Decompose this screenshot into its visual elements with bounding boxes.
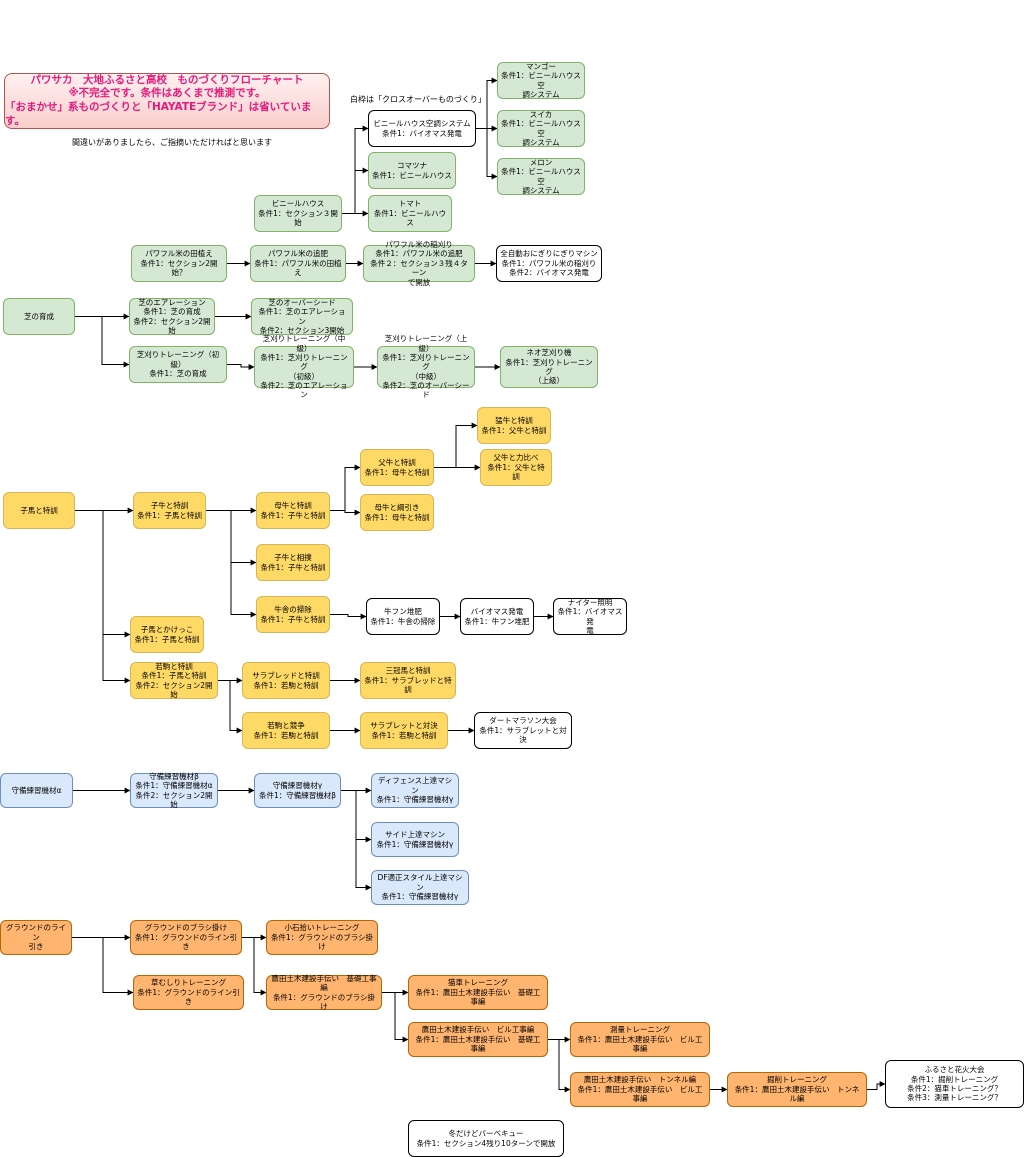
- connector-chichi-mougyu: [434, 422, 478, 468]
- node-komatsuna: コマツナ 条件1：ビニールハウス: [368, 152, 456, 189]
- note-white-frame: 白枠は「クロスオーバーものづくり」: [350, 95, 486, 104]
- node-nighter: ナイター照明 条件1：バイオマス発 電: [553, 598, 627, 635]
- connector-vh_aircon-melon: [476, 128, 498, 180]
- node-ga: 守備練習機材α: [0, 773, 73, 808]
- node-melon: メロン 条件1：ビニールハウス空 調システム: [497, 158, 585, 195]
- node-mow2: 芝刈りトレーニング（中級） 条件1：芝刈りトレーニング （初級） 条件2：芝のエ…: [254, 334, 354, 399]
- node-rice3: パワフル米の稲刈り 条件1：パワフル米の追肥 条件２：セクション３残４ターン で…: [363, 240, 475, 287]
- node-neko: 猫車トレーニング 条件1：鷹田土木建設手伝い 基礎工事編: [408, 975, 548, 1010]
- node-def: ディフェンス上達マシン 条件1：守備練習機材γ: [371, 773, 459, 808]
- node-mougyu: 猛牛と特訓 条件1：父牛と特訓: [477, 407, 551, 444]
- title-line-2: ※不完全です。条件はあくまで推測です。: [68, 87, 266, 100]
- node-vh_aircon: ビニールハウス空調システム 条件1：バイオマス発電: [368, 110, 476, 147]
- connector-gyusha-funhi: [330, 613, 367, 620]
- node-tomato: トマト 条件1：ビニールハウス: [368, 195, 452, 232]
- connector-koushi-gyusha: [206, 510, 257, 618]
- node-hanabi: ふるさと花火大会 条件1：掘削トレーニング 条件2：猫車トレーニング？ 条件3：…: [885, 1060, 1024, 1108]
- connector-wakakoma-kyoso: [218, 680, 243, 734]
- node-weed: 草むしりトレーニング 条件1：グラウンドのライン引き: [133, 975, 244, 1010]
- node-biomass: バイオマス発電 条件1：牛フン堆肥: [460, 598, 534, 635]
- connector-kiso-biru: [382, 992, 409, 1043]
- node-side: サイド上達マシン 条件1：守備練習機材γ: [371, 822, 459, 857]
- connector-biru-tunnel: [548, 1039, 571, 1093]
- node-sokuryo: 測量トレーニング 条件1：鷹田土木建設手伝い ビル工事編: [570, 1022, 710, 1057]
- connector-haha-chichi: [330, 464, 361, 511]
- node-taiketsu: サラブレットと対決 条件1：若駒と特訓: [360, 712, 448, 749]
- connector-haha-tsuna: [330, 509, 361, 516]
- node-overseed: 芝のオーバーシード 条件1：芝のエアレーション 条件2：セクション3開始: [251, 298, 353, 335]
- note-errors: 間違いがありましたら、ご指摘いただければと思います: [72, 138, 272, 147]
- connector-line-weed: [72, 937, 134, 996]
- node-chikara: 父牛と力比べ 条件1：父牛と特訓: [480, 449, 552, 486]
- connector-gg-df: [341, 790, 372, 891]
- title-line-3: 「おまかせ」系ものづくりと「HAYATEブランド」は省いています。: [5, 101, 312, 127]
- node-bbq: 冬だけどバーベキュー 条件1：セクション4残り10ターンで開放: [408, 1120, 564, 1157]
- node-dirt: ダートマラソン大会 条件1：サラブレットと対決: [474, 712, 572, 749]
- node-gg: 守備練習機材γ 条件1：守備練習機材β: [254, 773, 341, 808]
- node-kouma: 子馬と特訓: [3, 492, 75, 529]
- node-sankan: 三冠馬と特訓 条件1：サラブレッドと特訓: [360, 662, 456, 699]
- connector-kussaku-hanabi: [867, 1081, 886, 1090]
- node-rice2: パワフル米の追肥 条件1：パワフル米の田植え: [250, 245, 346, 282]
- connector-brush-kiso: [242, 937, 267, 996]
- node-gb: 守備練習機材β 条件1：守備練習機材α 条件2：セクション2開始: [130, 772, 218, 809]
- connector-mow1-mow2: [227, 364, 255, 370]
- node-wakakoma: 若駒と特訓 条件1：子馬と特訓 条件2：セクション2開始: [130, 662, 218, 699]
- node-mow1: 芝刈りトレーニング（初級） 条件1：芝の育成: [129, 346, 227, 383]
- connector-vh-komatsuna: [342, 167, 369, 214]
- node-neo: ネオ芝刈り機 条件1：芝刈りトレーニング （上級）: [500, 346, 598, 388]
- node-tsuna: 母牛と綱引き 条件1：母牛と特訓: [360, 494, 434, 531]
- connector-turf-mow1: [75, 316, 130, 368]
- title-banner: パワサカ 大地ふるさと高校 ものづくりフローチャート ※不完全です。条件はあくま…: [4, 73, 330, 129]
- node-pebble: 小石拾いトレーニング 条件1：グラウンドのブラシ掛け: [266, 920, 378, 955]
- node-df: DF適正スタイル上達マシン 条件1：守備練習機材γ: [371, 870, 469, 905]
- node-chichi: 父牛と特訓 条件1：母牛と特訓: [360, 449, 434, 486]
- node-suika: スイカ 条件1：ビニールハウス空 調システム: [497, 110, 585, 147]
- node-kyoso: 若駒と競争 条件1：若駒と特訓: [242, 712, 330, 749]
- node-kakekko: 子馬とかけっこ 条件1：子馬と特訓: [130, 616, 204, 653]
- node-sara: サラブレッドと特訓 条件1：若駒と特訓: [242, 662, 330, 699]
- node-kussaku: 掘削トレーニング 条件1：鷹田土木建設手伝い トンネル編: [727, 1072, 867, 1107]
- node-biru: 鷹田土木建設手伝い ビル工事編 条件1：鷹田土木建設手伝い 基礎工事編: [408, 1022, 548, 1057]
- node-haha: 母牛と特訓 条件1：子牛と特訓: [256, 492, 330, 529]
- node-brush: グラウンドのブラシ掛け 条件1：グラウンドのライン引き: [130, 920, 242, 955]
- node-vh: ビニールハウス 条件1：セクション３開始: [254, 195, 342, 232]
- node-kiso: 鷹田土木建設手伝い 基礎工事編 条件1：グラウンドのブラシ掛け: [266, 974, 382, 1011]
- node-rice1: パワフル米の田植え 条件1：セクション2開始？: [131, 245, 227, 282]
- node-onigiri: 全自動おにぎりにぎりマシン 条件1：パワフル米の稲刈り 条件2：バイオマス発電: [496, 245, 602, 282]
- node-funhi: 牛フン堆肥 条件1：牛舎の掃除: [366, 598, 440, 635]
- node-aer: 芝のエアレーション 条件1：芝の育成 条件2：セクション2開始: [129, 298, 215, 335]
- node-line: グラウンドのライン 引き: [0, 920, 72, 955]
- node-gyusha: 牛舎の掃除 条件1：子牛と特訓: [256, 596, 330, 633]
- node-turf: 芝の育成: [3, 298, 75, 335]
- node-sumo: 子牛と相撲 条件1：子牛と特訓: [256, 544, 330, 581]
- node-mow3: 芝刈りトレーニング（上級） 条件1：芝刈りトレーニング （中級） 条件2：芝のオ…: [377, 334, 475, 399]
- connector-kouma-wakakoma: [75, 510, 131, 684]
- node-koushi: 子牛と特訓 条件1：子馬と特訓: [133, 492, 206, 529]
- title-line-1: パワサカ 大地ふるさと高校 ものづくりフローチャート: [30, 73, 304, 86]
- node-tunnel: 鷹田土木建設手伝い トンネル編 条件1：鷹田土木建設手伝い ビル工事編: [570, 1072, 710, 1107]
- node-mango: マンゴー 条件1：ビニールハウス空 調システム: [497, 62, 585, 99]
